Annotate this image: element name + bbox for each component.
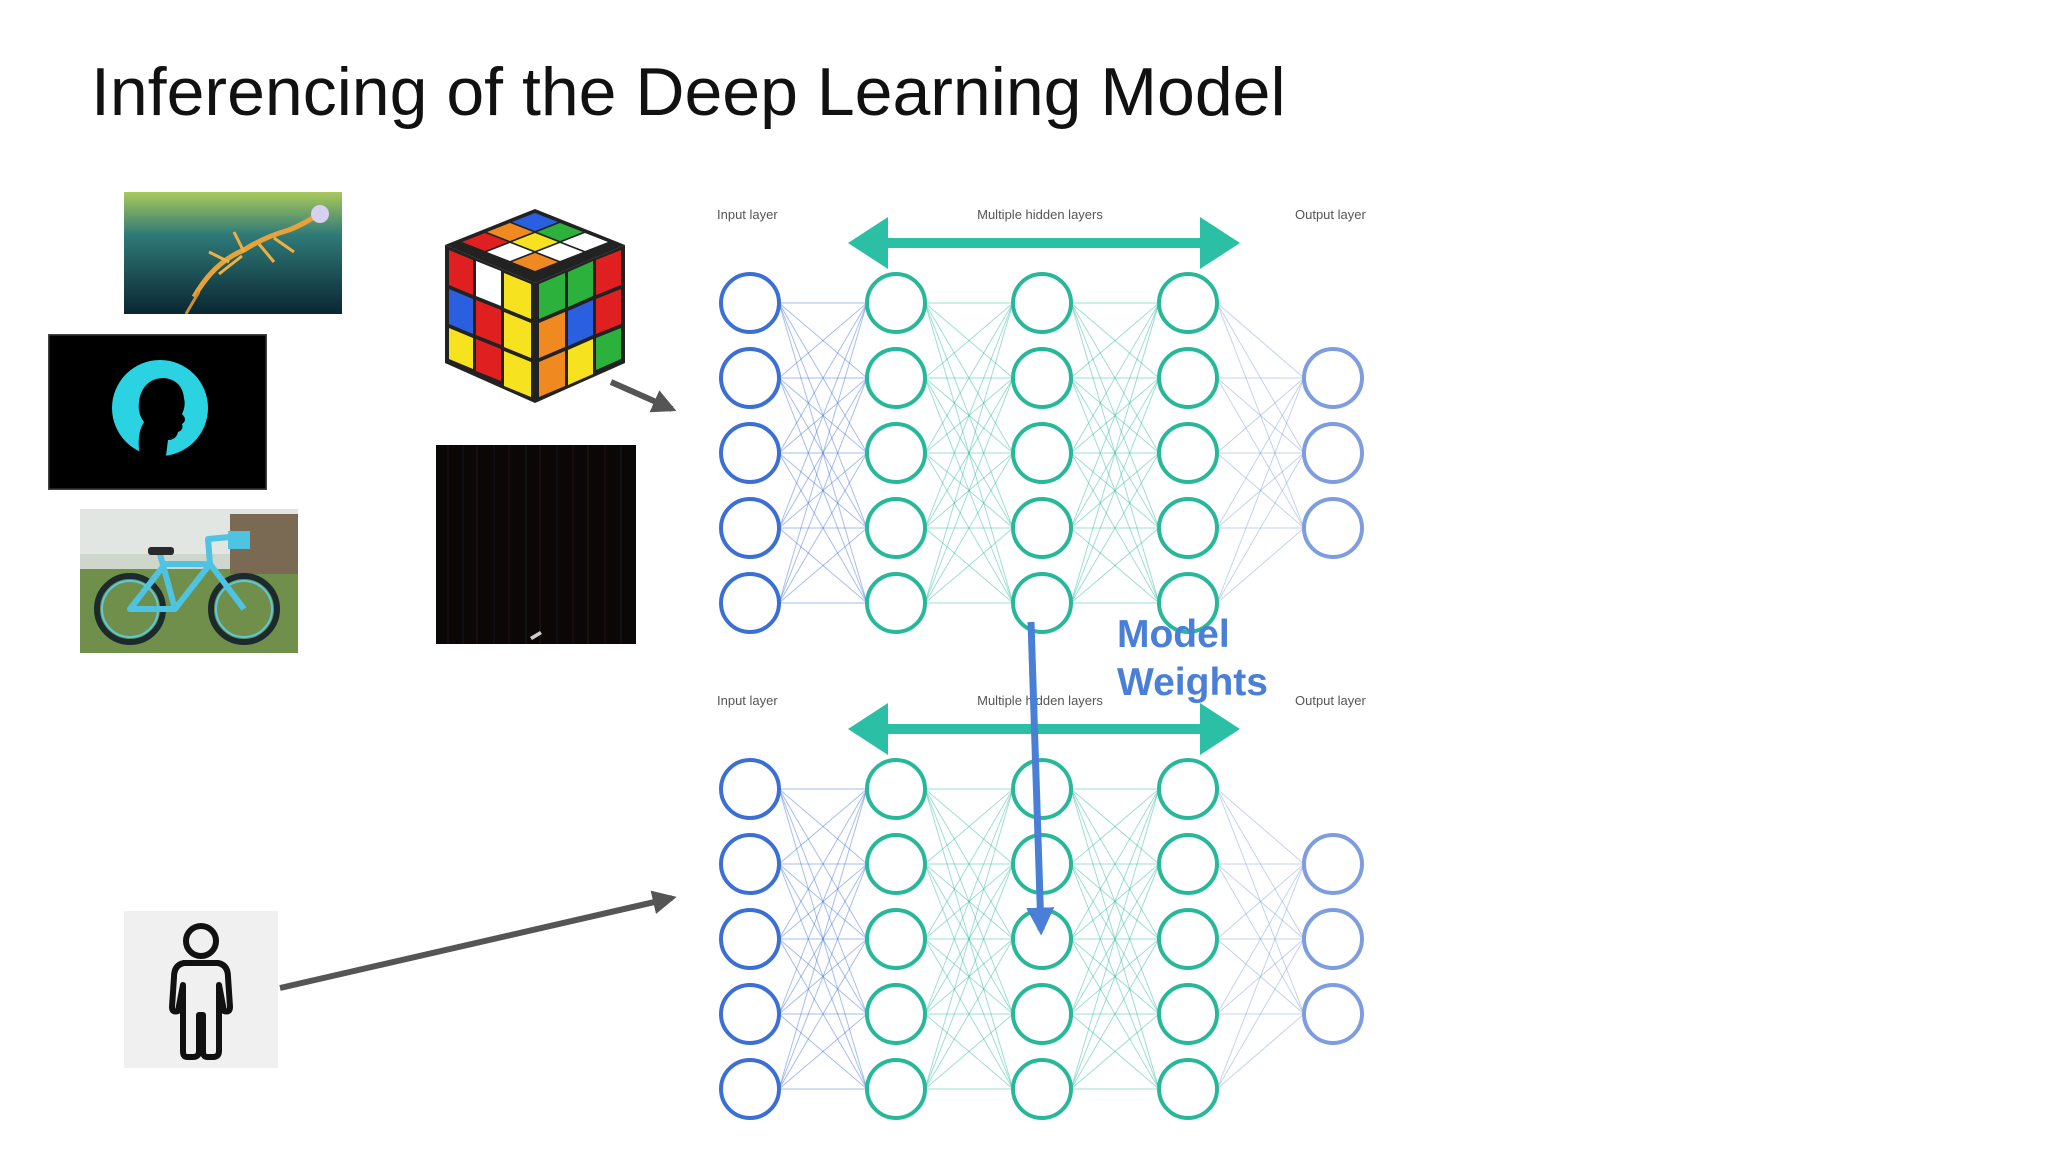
connection (1217, 378, 1304, 603)
model-weights-line1: Model (1117, 611, 1268, 659)
hidden-node (1159, 349, 1217, 407)
input-node (721, 424, 779, 482)
input-node (721, 760, 779, 818)
hidden-node (1159, 910, 1217, 968)
input-node (721, 985, 779, 1043)
hidden-node (867, 274, 925, 332)
hidden-arrow-right-head (1200, 703, 1240, 755)
hidden-layers-label: Multiple hidden layers (977, 693, 1103, 708)
input-node (721, 349, 779, 407)
hidden-arrow-bar (880, 238, 1200, 248)
hidden-node (1159, 835, 1217, 893)
person-to-network-arrow (280, 898, 672, 988)
hidden-node (867, 760, 925, 818)
hidden-node (1013, 349, 1071, 407)
output-node (1304, 835, 1362, 893)
input-node (721, 274, 779, 332)
output-node (1304, 499, 1362, 557)
hidden-node (1159, 985, 1217, 1043)
input-node (721, 1060, 779, 1118)
cube-to-network-arrow (611, 382, 672, 409)
hidden-node (1159, 1060, 1217, 1118)
hidden-node (1013, 1060, 1071, 1118)
connection (1217, 864, 1304, 1089)
hidden-node (867, 424, 925, 482)
output-node (1304, 349, 1362, 407)
hidden-node (867, 985, 925, 1043)
hidden-arrow-left-head (848, 217, 888, 269)
model-weights-label: Model Weights (1117, 611, 1268, 707)
output-node (1304, 985, 1362, 1043)
hidden-node (1159, 760, 1217, 818)
output-layer-label: Output layer (1295, 207, 1366, 222)
hidden-node (867, 349, 925, 407)
output-node (1304, 910, 1362, 968)
input-node (721, 910, 779, 968)
hidden-node (1159, 424, 1217, 482)
hidden-node (1013, 574, 1071, 632)
hidden-node (1159, 499, 1217, 557)
hidden-layers-label: Multiple hidden layers (977, 207, 1103, 222)
hidden-node (867, 835, 925, 893)
hidden-node (1013, 274, 1071, 332)
input-node (721, 835, 779, 893)
output-layer-label: Output layer (1295, 693, 1366, 708)
output-node (1304, 424, 1362, 482)
input-layer-label: Input layer (717, 207, 778, 222)
hidden-node (867, 910, 925, 968)
connection (1217, 1014, 1304, 1089)
input-layer-label: Input layer (717, 693, 778, 708)
connection (1217, 789, 1304, 864)
hidden-node (1013, 499, 1071, 557)
model-weights-line2: Weights (1117, 659, 1268, 707)
hidden-node (1013, 424, 1071, 482)
input-node (721, 499, 779, 557)
connection (1217, 528, 1304, 603)
hidden-node (867, 499, 925, 557)
hidden-node (867, 574, 925, 632)
hidden-node (1159, 274, 1217, 332)
hidden-node (867, 1060, 925, 1118)
hidden-arrow-bar (880, 724, 1200, 734)
input-node (721, 574, 779, 632)
hidden-node (1013, 760, 1071, 818)
neural-network-1: Input layer Multiple hidden layers Output … (717, 207, 1366, 632)
hidden-arrow-left-head (848, 703, 888, 755)
hidden-arrow-right-head (1200, 217, 1240, 269)
hidden-node (1013, 985, 1071, 1043)
connection (1217, 303, 1304, 378)
